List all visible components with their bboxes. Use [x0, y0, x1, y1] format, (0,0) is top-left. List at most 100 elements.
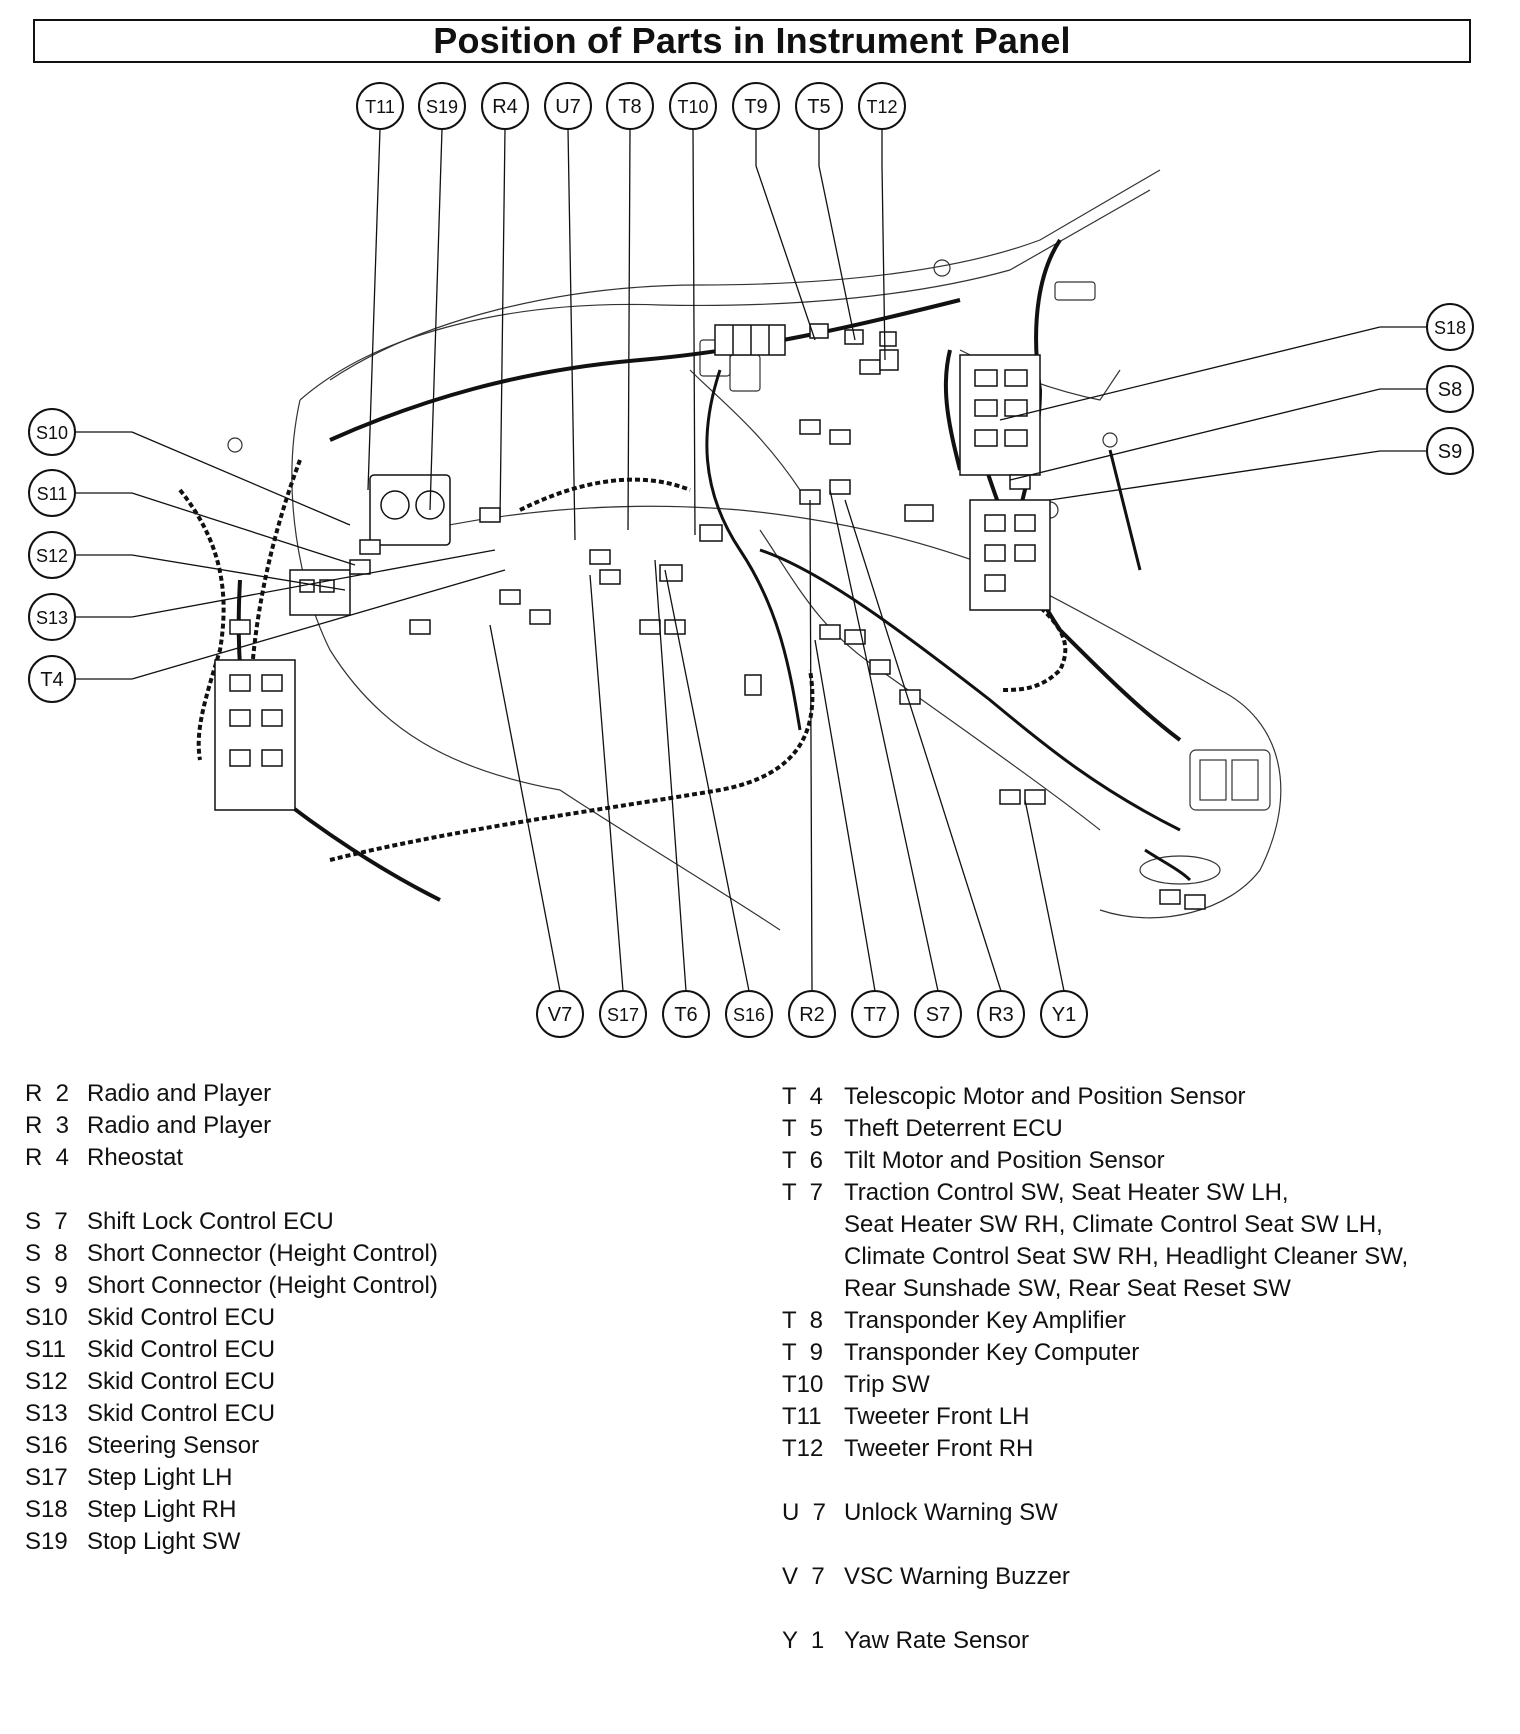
legend-name: Transponder Key Computer — [844, 1339, 1140, 1366]
legend-name: Tweeter Front LH — [844, 1403, 1030, 1430]
leader-line — [814, 639, 876, 992]
leader-line — [654, 559, 687, 992]
callout-bottom-s16: S16 — [725, 990, 773, 1038]
callout-right-s9: S9 — [1426, 427, 1474, 475]
callout-left-s11: S11 — [28, 469, 76, 517]
callout-circle — [28, 469, 76, 517]
title-box: Position of Parts in Instrument Panel — [33, 19, 1471, 63]
legend-name: Short Connector (Height Control) — [87, 1240, 438, 1267]
callout-circle — [914, 990, 962, 1038]
leader-line — [131, 569, 506, 680]
legend-name: Skid Control ECU — [87, 1368, 276, 1395]
legend-item: T 9 Transponder Key Computer — [782, 1337, 1502, 1369]
legend-name: Tilt Motor and Position Sensor — [844, 1147, 1165, 1174]
legend-name: Skid Control ECU — [87, 1400, 276, 1427]
callout-circle — [544, 82, 592, 130]
callout-label: U7 — [555, 96, 581, 118]
callout-circle — [536, 990, 584, 1038]
leader-line — [489, 624, 561, 992]
legend-gap — [782, 1465, 1502, 1497]
legend-code: T 5 — [782, 1115, 823, 1142]
callout-label: T10 — [677, 97, 708, 117]
leader-line — [755, 165, 816, 341]
callout-circle — [977, 990, 1025, 1038]
leader-line — [1024, 799, 1065, 992]
callout-left-s13: S13 — [28, 593, 76, 641]
legend-code: T11 — [782, 1403, 822, 1430]
callout-right-s18: S18 — [1426, 303, 1474, 351]
legend-name: Rheostat — [87, 1144, 184, 1171]
callout-circle — [1426, 427, 1474, 475]
legend-gap — [782, 1529, 1502, 1561]
callout-top-t10: T10 — [669, 82, 717, 130]
legend-code: T10 — [782, 1371, 824, 1398]
callout-label: R2 — [799, 1004, 825, 1026]
legend-code: Y 1 — [782, 1627, 825, 1654]
legend-code: R 3 — [25, 1112, 70, 1139]
callout-top-t9: T9 — [732, 82, 780, 130]
callout-label: T11 — [365, 97, 395, 117]
leader-line — [131, 549, 496, 618]
callout-bottom-t7: T7 — [851, 990, 899, 1038]
callout-label: T4 — [40, 669, 63, 691]
leader-line — [809, 499, 813, 992]
callout-circle — [356, 82, 404, 130]
leader-line — [131, 492, 356, 566]
legend-item: T11 Tweeter Front LH — [782, 1401, 1502, 1433]
leader-line — [844, 499, 1002, 992]
legend-code: T12 — [782, 1435, 824, 1462]
legend-name: Stop Light SW — [87, 1528, 241, 1555]
legend-continuation: Seat Heater SW RH, Climate Control Seat … — [844, 1211, 1383, 1238]
legend-item: S19 Stop Light SW — [25, 1526, 745, 1558]
legend-code: S19 — [25, 1528, 68, 1555]
callout-label: V7 — [548, 1004, 572, 1026]
callout-bottom-t6: T6 — [662, 990, 710, 1038]
leader-line — [499, 128, 506, 521]
legend-code: S10 — [25, 1304, 68, 1331]
legend-code: T 4 — [782, 1083, 823, 1110]
callout-label: S13 — [36, 608, 68, 628]
callout-circle — [599, 990, 647, 1038]
leader-line — [1049, 450, 1381, 501]
callout-bottom-r2: R2 — [788, 990, 836, 1038]
legend-name: Tweeter Front RH — [844, 1435, 1034, 1462]
callout-bottom-s17: S17 — [599, 990, 647, 1038]
callout-circle — [788, 990, 836, 1038]
legend-name: Skid Control ECU — [87, 1304, 276, 1331]
callout-bottom-y1: Y1 — [1040, 990, 1088, 1038]
leader-line — [589, 574, 624, 992]
leader-line — [664, 569, 750, 992]
callout-bottom-r3: R3 — [977, 990, 1025, 1038]
legend-name: Short Connector (Height Control) — [87, 1272, 438, 1299]
leader-line — [367, 128, 381, 491]
callout-label: S16 — [733, 1005, 765, 1025]
callout-label: R4 — [492, 96, 518, 118]
callout-label: S9 — [1438, 441, 1462, 463]
callout-top-t5: T5 — [795, 82, 843, 130]
leader-line — [429, 128, 443, 511]
callout-circle — [662, 990, 710, 1038]
callout-top-t12: T12 — [858, 82, 906, 130]
legend-code: T 8 — [782, 1307, 823, 1334]
legend-code: T 9 — [782, 1339, 823, 1366]
callout-right-s8: S8 — [1426, 365, 1474, 413]
legend-name: Steering Sensor — [87, 1432, 260, 1459]
callout-label: T8 — [618, 96, 641, 118]
callout-left-t4: T4 — [28, 655, 76, 703]
callout-top-u7: U7 — [544, 82, 592, 130]
callout-circle — [732, 82, 780, 130]
